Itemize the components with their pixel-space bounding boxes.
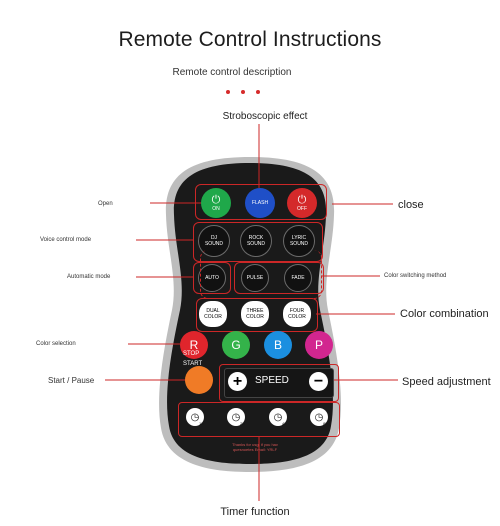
- decor-dot: [256, 90, 260, 94]
- speed-up-button[interactable]: +: [228, 372, 247, 391]
- label-stroboscopic: Stroboscopic effect: [222, 111, 308, 122]
- timer-1h-button[interactable]: ◷: [186, 408, 204, 426]
- dual-color-button[interactable]: DUAL COLOR: [199, 301, 227, 327]
- sound-row-frame: [193, 222, 323, 262]
- timer-8h-button[interactable]: ◷: [310, 408, 328, 426]
- power-icon: ⏻: [211, 193, 221, 206]
- off-button[interactable]: ⏻ OFF: [287, 188, 317, 218]
- four-color-button[interactable]: FOUR COLOR: [283, 301, 311, 327]
- speed-label: SPEED: [255, 375, 289, 386]
- decor-dot: [226, 90, 230, 94]
- decor-dot: [241, 90, 245, 94]
- label-color-combination: Color combination: [400, 308, 489, 320]
- label-voice-control: Voice control mode: [40, 237, 92, 243]
- label-timer: Timer function: [220, 506, 290, 518]
- label-close: close: [398, 199, 424, 211]
- three-color-button[interactable]: THREE COLOR: [241, 301, 269, 327]
- red-button[interactable]: R: [180, 331, 208, 359]
- page-title: Remote Control Instructions: [118, 28, 382, 51]
- switching-frame: [234, 262, 324, 294]
- auto-frame: [193, 262, 231, 294]
- footer-note: Thanks for usg. if you hav quesnoetes Em…: [232, 442, 278, 452]
- dj-sound-button[interactable]: DJ SOUND: [198, 225, 230, 257]
- clock-icon: ◷: [231, 411, 241, 423]
- on-button[interactable]: ⏻ ON: [201, 188, 231, 218]
- timer-4h-button[interactable]: ◷: [269, 408, 287, 426]
- label-color-switching: Color switching method: [384, 273, 447, 279]
- clock-icon: ◷: [190, 411, 200, 423]
- clock-icon: ◷: [273, 411, 283, 423]
- label-speed-adjustment: Speed adjustment: [402, 376, 491, 388]
- pulse-button[interactable]: PULSE: [241, 264, 269, 292]
- auto-button[interactable]: AUTO: [198, 264, 226, 292]
- flash-button[interactable]: FLASH: [245, 188, 275, 218]
- power-row-frame: [195, 184, 327, 220]
- timer-2h-button[interactable]: ◷: [227, 408, 245, 426]
- blue-button[interactable]: B: [264, 331, 292, 359]
- lyric-sound-button[interactable]: LYRIC SOUND: [283, 225, 315, 257]
- start-pause-button[interactable]: [185, 366, 213, 394]
- label-start-pause: Start / Pause: [48, 376, 95, 385]
- page-subtitle: Remote control description: [172, 67, 292, 78]
- color-combo-frame: [196, 298, 318, 332]
- label-color-selection: Color selection: [36, 341, 76, 347]
- label-automatic: Automatic mode: [67, 274, 111, 280]
- clock-icon: ◷: [314, 411, 324, 423]
- stop-start-label: STOP START: [183, 351, 203, 367]
- dashed-guide: [200, 250, 322, 299]
- speed-frame: [219, 364, 339, 402]
- label-open: Open: [98, 201, 113, 207]
- power-icon: ⏻: [297, 193, 307, 206]
- timer-frame: [178, 402, 340, 437]
- speed-down-button[interactable]: −: [309, 372, 328, 391]
- fade-button[interactable]: FADE: [284, 264, 312, 292]
- green-button[interactable]: G: [222, 331, 250, 359]
- rock-sound-button[interactable]: ROCK SOUND: [240, 225, 272, 257]
- purple-button[interactable]: P: [305, 331, 333, 359]
